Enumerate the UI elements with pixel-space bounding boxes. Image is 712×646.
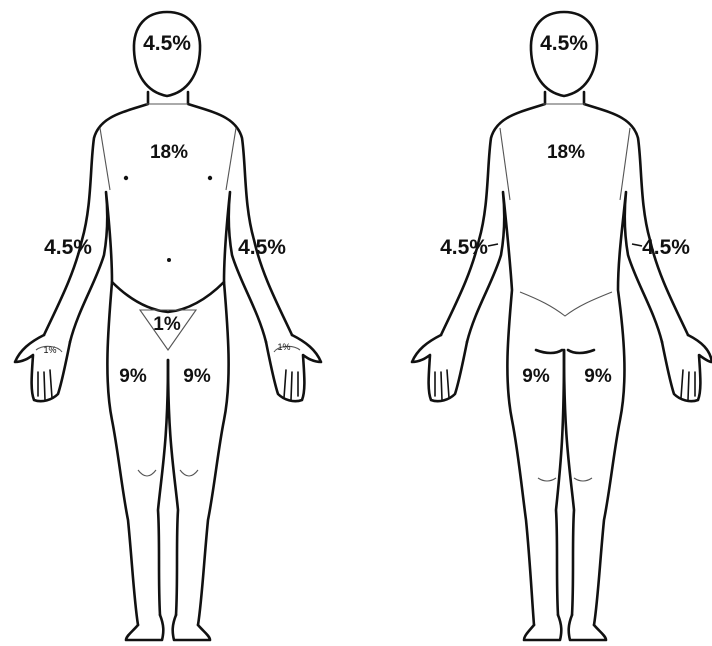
back-left-arm-label: 4.5% <box>440 236 488 259</box>
back-left-knee <box>538 478 556 481</box>
front-navel <box>167 258 171 262</box>
back-left-buttock-crease <box>536 350 562 353</box>
front-right-arm-label: 4.5% <box>44 236 92 259</box>
back-head-label: 4.5% <box>540 32 588 55</box>
back-right-fingers <box>681 370 695 400</box>
front-left-foot-outline <box>126 615 163 640</box>
back-right-arm-tick <box>632 244 642 246</box>
front-left-inner-leg-outline <box>158 360 168 615</box>
back-waist-line <box>520 292 612 316</box>
back-right-inner-leg-outline <box>564 350 574 615</box>
front-right-knee <box>180 470 198 476</box>
back-right-knee <box>574 478 592 481</box>
back-left-shoulder-line <box>500 128 510 200</box>
back-right-buttock-crease <box>568 350 594 353</box>
front-right-foot-outline <box>173 615 210 640</box>
front-left-shoulder-line <box>100 128 110 190</box>
back-left-arm-outline <box>441 92 545 335</box>
front-left-leg-label: 9% <box>183 366 211 387</box>
front-right-inner-leg-outline <box>168 360 178 615</box>
back-left-foot-outline <box>524 615 561 640</box>
back-right-hand-outline <box>662 335 712 401</box>
back-left-hand-outline <box>412 335 467 401</box>
back-left-arm-tick <box>488 244 498 246</box>
front-left-fingers <box>38 370 52 400</box>
back-right-shoulder-line <box>620 128 630 200</box>
front-right-fingers <box>284 370 298 400</box>
front-right-palm-label: 1% <box>43 345 56 355</box>
back-left-leg-label: 9% <box>522 366 550 387</box>
back-left-inner-leg-outline <box>556 350 564 615</box>
front-trunk-label: 18% <box>150 142 188 163</box>
front-genitals-label: 1% <box>153 314 181 335</box>
back-right-foot-outline <box>569 615 606 640</box>
front-head-label: 4.5% <box>143 32 191 55</box>
front-left-nipple <box>124 176 128 180</box>
front-right-palm-outline <box>266 335 321 401</box>
back-trunk-label: 18% <box>547 142 585 163</box>
back-right-leg-label: 9% <box>584 366 612 387</box>
front-groin-fold <box>112 282 224 312</box>
front-right-nipple <box>208 176 212 180</box>
front-left-knee <box>138 470 156 476</box>
front-anatomical-dots <box>124 176 212 262</box>
back-right-arm-outline <box>584 92 688 335</box>
back-right-arm-label: 4.5% <box>642 236 690 259</box>
front-right-leg-label: 9% <box>119 366 147 387</box>
front-left-palm-label: 1% <box>277 342 290 352</box>
front-right-shoulder-line <box>226 128 236 190</box>
back-left-fingers <box>435 370 449 400</box>
front-left-arm-label: 4.5% <box>238 236 286 259</box>
back-arm-label-ticks <box>488 244 642 246</box>
back-body-figure <box>412 12 712 640</box>
